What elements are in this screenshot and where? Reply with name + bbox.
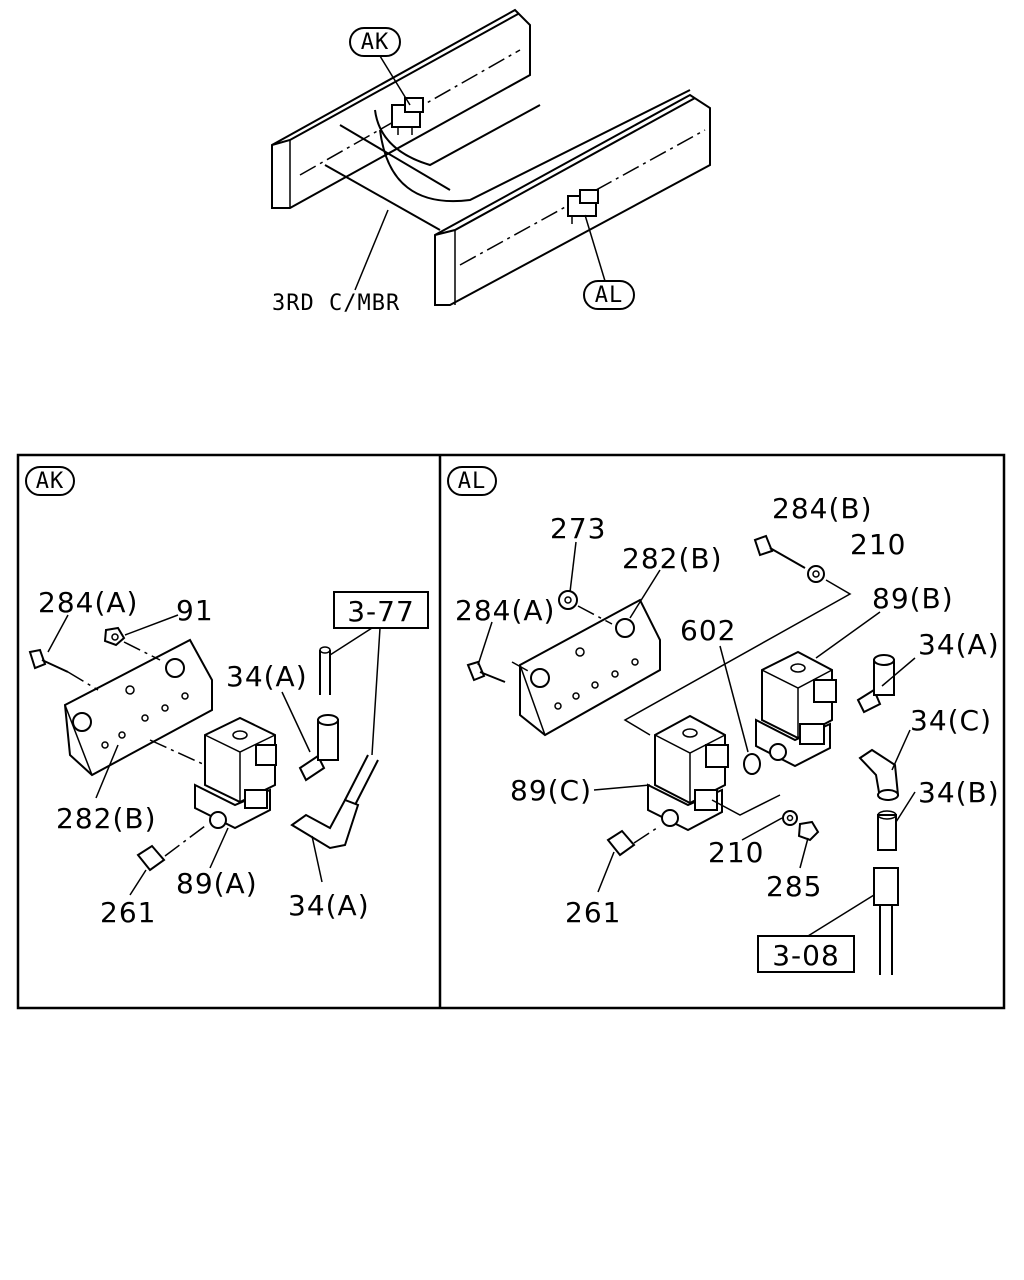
label-34a-bottom: 34(A) — [288, 889, 370, 922]
detail-frame — [16, 453, 1006, 1010]
label-34a-al: 34(A) — [918, 628, 1000, 661]
fitting-34a-bottom-icon — [290, 798, 360, 850]
washer-210-top-icon — [807, 565, 825, 583]
panel-ak-badge: AK — [25, 466, 75, 496]
fitting-34c-icon — [858, 748, 900, 801]
panel-ak: AK — [25, 466, 429, 929]
label-210-top: 210 — [850, 528, 906, 561]
label-602: 602 — [680, 614, 736, 647]
label-89a: 89(A) — [176, 867, 258, 900]
label-285: 285 — [766, 870, 822, 903]
label-34b: 34(B) — [918, 776, 1000, 809]
bracket-ak-icon — [391, 97, 424, 135]
svg-text:AK: AK — [36, 469, 65, 494]
label-210-bottom: 210 — [708, 836, 764, 869]
label-34a-top: 34(A) — [226, 660, 308, 693]
label-89c: 89(C) — [510, 774, 592, 807]
label-284a-al: 284(A) — [455, 594, 555, 627]
label-282b-al: 282(B) — [622, 542, 723, 575]
bracket-282b-al-icon — [519, 598, 661, 737]
bracket-282b-icon — [63, 638, 213, 777]
bolt-284a-icon — [28, 648, 99, 691]
nut-91-icon — [103, 626, 161, 661]
valve-89b-icon — [755, 650, 837, 768]
washer-210-bottom-icon — [782, 810, 798, 826]
pipe-377-icon — [319, 646, 379, 806]
svg-text:AK: AK — [361, 30, 390, 55]
panel-al-badge: AL — [447, 466, 497, 496]
label-284b: 284(B) — [772, 492, 873, 525]
label-261-al: 261 — [565, 896, 621, 929]
ref-box-308: 3-08 — [757, 894, 875, 973]
label-284a: 284(A) — [38, 586, 138, 619]
callout-al: AL — [583, 214, 635, 310]
washer-273-icon — [558, 590, 613, 625]
callout-ak: AK — [349, 27, 411, 106]
bracket-al-icon — [567, 189, 599, 224]
panel-al: AL — [447, 466, 1000, 975]
oring-602-icon — [743, 753, 761, 775]
plug-261-icon — [136, 825, 206, 872]
label-282b: 282(B) — [56, 802, 157, 835]
plug-261-al-icon — [606, 825, 661, 857]
valve-89c-icon — [647, 714, 729, 832]
label-91: 91 — [176, 594, 214, 627]
label-89b: 89(B) — [872, 582, 954, 615]
valve-89a-icon — [194, 716, 277, 830]
fitting-34b-icon — [877, 810, 897, 851]
svg-text:AL: AL — [595, 283, 624, 308]
svg-text:AL: AL — [458, 469, 487, 494]
nut-285-icon — [797, 820, 820, 842]
ref-box-377: 3-77 — [329, 591, 429, 756]
fitting-34a-al-icon — [856, 654, 895, 714]
svg-text:3-77: 3-77 — [347, 595, 415, 628]
member-label: 3RD C/MBR — [272, 291, 400, 316]
label-261: 261 — [100, 896, 156, 929]
bolt-284a-al-icon — [466, 660, 531, 683]
label-273: 273 — [550, 512, 606, 545]
svg-text:3-08: 3-08 — [772, 939, 840, 972]
bolt-284b-icon — [753, 534, 806, 569]
fitting-34a-top-icon — [298, 714, 339, 782]
label-34c: 34(C) — [910, 704, 992, 737]
chassis-overview: AK AL 3RD C/MBR — [271, 8, 711, 316]
pipe-308-icon — [873, 867, 899, 975]
